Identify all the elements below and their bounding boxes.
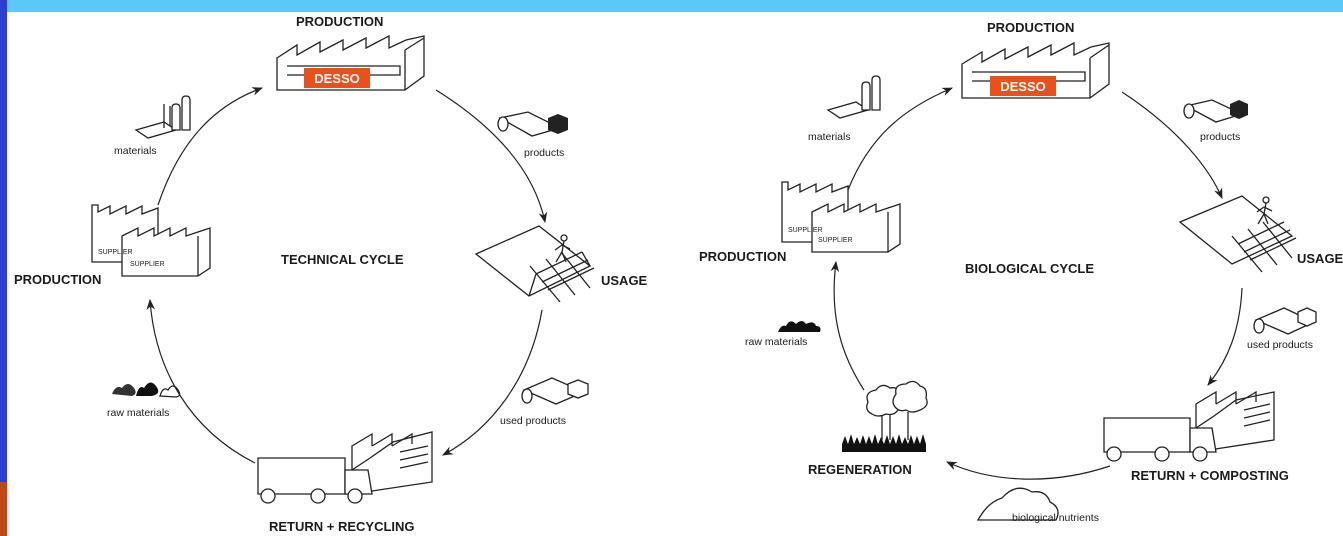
bio-center-title: BIOLOGICAL CYCLE <box>965 261 1094 276</box>
tech-supplier-front-label: SUPPLIER <box>130 261 165 268</box>
technical-cycle: DESSO PRODUCTION products USAGE used pro… <box>14 14 648 534</box>
bio-brand-label: DESSO <box>1000 79 1046 94</box>
bio-stage-regeneration: REGENERATION <box>808 462 912 477</box>
bio-supplier-icon: SUPPLIER SUPPLIER <box>781 181 901 253</box>
bio-supplier-back-label: SUPPLIER <box>788 227 823 234</box>
bio-stage-production-top: PRODUCTION <box>987 20 1074 35</box>
tech-flow-materials: materials <box>114 145 157 157</box>
tech-used-products-icon <box>521 377 589 405</box>
arc-usage-to-return <box>442 309 543 456</box>
tech-raw-materials-icon <box>112 382 181 398</box>
bio-nutrients-icon <box>976 487 1059 521</box>
bio-regeneration-icon <box>842 380 928 452</box>
arc-regeneration-to-supplier-bio <box>830 260 865 391</box>
arc-return-to-supplier <box>146 298 256 464</box>
bio-stage-production-left: PRODUCTION <box>699 249 786 264</box>
biological-cycle: DESSO PRODUCTION products USAGE used pro… <box>699 20 1343 524</box>
bio-flow-raw-materials: raw materials <box>745 336 807 348</box>
bio-products-icon <box>1183 99 1248 123</box>
arc-usage-to-return-bio <box>1207 287 1243 386</box>
bio-production-factory-icon: DESSO <box>961 41 1110 99</box>
arc-return-to-regeneration-bio <box>946 461 1111 480</box>
bio-brand-sign <box>990 76 1056 96</box>
bio-flow-biological-nutrients: biological nutrients <box>1012 512 1099 524</box>
tech-supplier-icon: SUPPLIER SUPPLIER <box>91 204 211 277</box>
bio-stage-return: RETURN + COMPOSTING <box>1131 468 1289 483</box>
bio-flow-used-products: used products <box>1247 339 1313 351</box>
tech-flow-products: products <box>524 147 564 159</box>
tech-stage-production-top: PRODUCTION <box>296 14 383 29</box>
top-accent-bar <box>0 0 1343 12</box>
arc-production-to-usage <box>435 89 548 224</box>
tech-usage-icon <box>474 225 595 303</box>
bio-supplier-front-label: SUPPLIER <box>818 237 853 244</box>
bio-raw-materials-icon <box>778 321 821 332</box>
tech-center-title: TECHNICAL CYCLE <box>281 252 404 267</box>
tech-materials-icon <box>134 95 191 139</box>
bio-truck-icon <box>1103 390 1275 462</box>
left-accent-bar <box>0 0 7 482</box>
bio-used-products-icon <box>1253 307 1317 335</box>
tech-stage-usage: USAGE <box>601 273 648 288</box>
tech-supplier-back-label: SUPPLIER <box>98 249 133 256</box>
arc-production-to-usage-bio <box>1121 91 1223 199</box>
bio-flow-materials: materials <box>808 131 851 143</box>
brand-label: DESSO <box>314 71 360 86</box>
tech-products-icon <box>497 111 568 137</box>
bio-usage-icon <box>1178 195 1297 273</box>
arc-supplier-to-production <box>157 87 264 206</box>
brand-sign <box>304 68 370 88</box>
tech-flow-raw-materials: raw materials <box>107 407 169 419</box>
bio-materials-icon <box>826 75 881 119</box>
bio-stage-usage: USAGE <box>1297 251 1343 266</box>
arc-supplier-to-production-bio <box>847 87 953 191</box>
tech-stage-production-left: PRODUCTION <box>14 272 101 287</box>
left-accent-bar-bottom <box>0 482 7 536</box>
tech-flow-used-products: used products <box>500 415 566 427</box>
production-factory-icon: DESSO <box>276 34 425 91</box>
tech-truck-icon <box>257 431 433 504</box>
bio-flow-products: products <box>1200 131 1240 143</box>
tech-stage-return: RETURN + RECYCLING <box>269 519 415 534</box>
